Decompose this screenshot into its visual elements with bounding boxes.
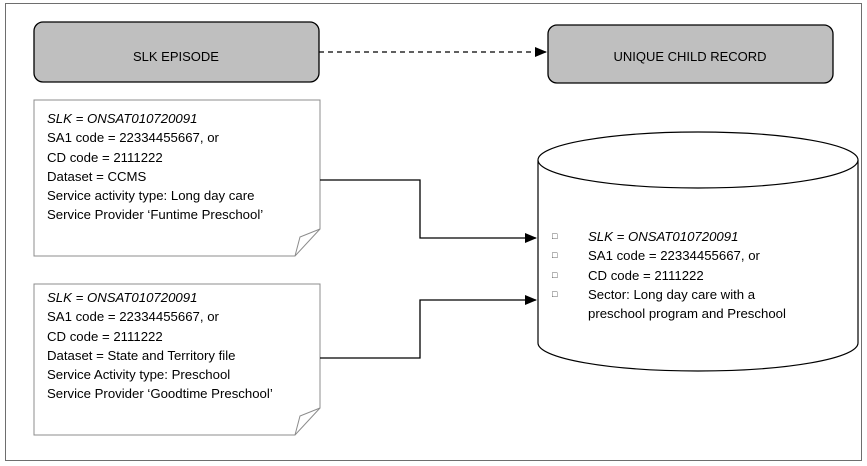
note-1-connector-arrow bbox=[320, 179, 537, 243]
episode-note-2: SLK = ONSAT010720091 SA1 code = 22334455… bbox=[47, 288, 273, 404]
list-item: □ Sector: Long day care with a bbox=[552, 285, 786, 304]
note-2-dataset: Dataset = State and Territory file bbox=[47, 347, 236, 363]
list-item: □ CD code = 2111222 bbox=[552, 266, 786, 285]
bullet-icon: □ bbox=[552, 269, 558, 280]
note-1-activity-type: Service activity type: Long day care bbox=[47, 188, 255, 204]
note-1-provider: Service Provider ‘Funtime Preschool’ bbox=[47, 207, 264, 223]
bullet-icon: □ bbox=[552, 288, 558, 299]
list-item: preschool program and Preschool bbox=[552, 304, 786, 323]
list-item: □ SLK = ONSAT010720091 bbox=[552, 227, 786, 246]
episode-note-2-fold bbox=[294, 407, 321, 436]
record-sector-continued: preschool program and Preschool bbox=[588, 306, 786, 322]
note-2-activity-type: Service Activity type: Preschool bbox=[47, 367, 231, 383]
note-1-dataset: Dataset = CCMS bbox=[47, 168, 147, 184]
episode-note-1-shape bbox=[33, 99, 321, 257]
bullet-icon: □ bbox=[552, 250, 558, 261]
note-1-cd-code: CD code = 2111222 bbox=[47, 149, 163, 165]
child-record-list: □ SLK = ONSAT010720091 □ SA1 code = 2233… bbox=[552, 227, 786, 323]
episode-note-2-shape bbox=[33, 283, 321, 436]
episode-note-1-fold bbox=[294, 228, 321, 257]
note-2-slk: SLK = ONSAT010720091 bbox=[47, 290, 198, 305]
note-1-slk: SLK = ONSAT010720091 bbox=[47, 111, 198, 126]
note-1-sa1-code: SA1 code = 22334455667, or bbox=[47, 130, 219, 146]
list-item: □ SA1 code = 22334455667, or bbox=[552, 246, 786, 265]
note-2-provider: Service Provider ‘Goodtime Preschool’ bbox=[47, 386, 273, 402]
child-record-cylinder bbox=[537, 131, 859, 372]
figure-frame bbox=[5, 3, 862, 461]
record-cd-code: CD code = 2111222 bbox=[588, 267, 704, 283]
record-sa1-code: SA1 code = 22334455667, or bbox=[588, 248, 760, 264]
unique-child-record-box: UNIQUE CHILD RECORD bbox=[547, 24, 834, 84]
slk-episode-box: SLK EPISODE bbox=[33, 21, 320, 83]
note-2-sa1-code: SA1 code = 22334455667, or bbox=[47, 309, 219, 325]
bullet-icon: □ bbox=[552, 231, 558, 241]
note-2-cd-code: CD code = 2111222 bbox=[47, 328, 163, 344]
episode-note-1: SLK = ONSAT010720091 SA1 code = 22334455… bbox=[47, 109, 263, 225]
note-2-connector-arrow bbox=[320, 295, 537, 359]
slk-episode-label: SLK EPISODE bbox=[133, 49, 219, 64]
record-sector: Sector: Long day care with a bbox=[588, 286, 756, 302]
record-slk: SLK = ONSAT010720091 bbox=[588, 229, 739, 244]
unique-child-record-label: UNIQUE CHILD RECORD bbox=[613, 49, 766, 64]
